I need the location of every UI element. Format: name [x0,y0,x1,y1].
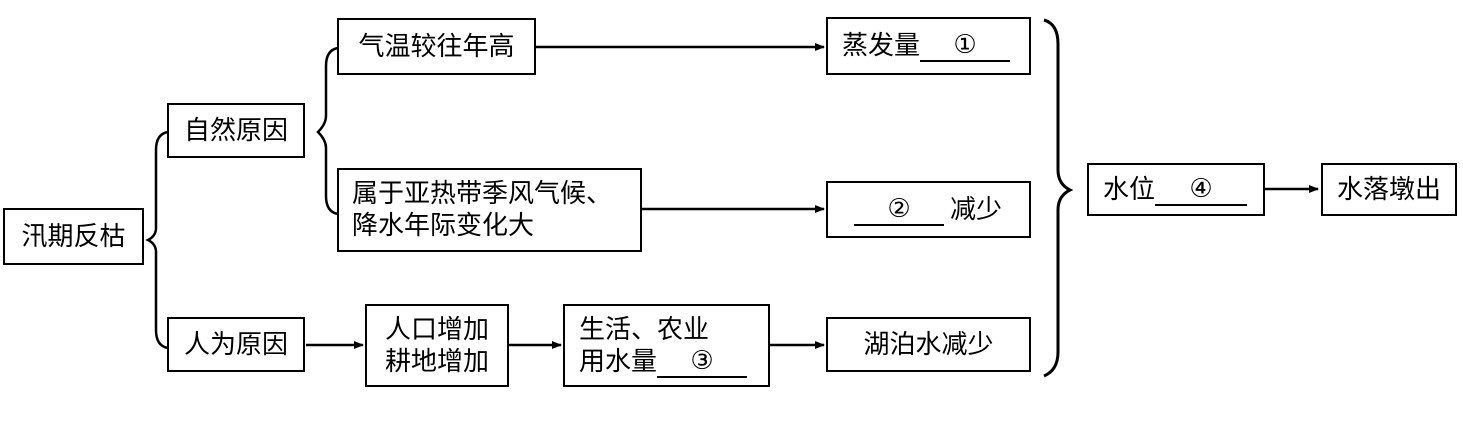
node-population: 人口增加 耕地增加 [365,304,509,387]
node-precipitation: ② 减少 [826,181,1031,238]
node-lake: 湖泊水减少 [826,317,1031,372]
node-climate: 属于亚热带季风气候、 降水年际变化大 [337,168,642,252]
climate-line2: 降水年际变化大 [352,211,535,241]
wateruse-line2-row: 用水量 ③ [579,346,768,378]
lake-label: 湖泊水减少 [863,329,994,360]
blank-4: ④ [1155,174,1248,206]
temp-label: 气温较往年高 [358,31,515,62]
brace-natural [316,46,339,216]
wateruse-line1: 生活、农业 [579,314,710,345]
node-temperature: 气温较往年高 [337,18,536,75]
natural-label: 自然原因 [183,115,288,146]
blank-3: ③ [657,346,748,378]
precip-label: 减少 [950,194,1003,225]
evap-label: 蒸发量 [842,31,921,61]
wateruse-line2: 用水量 [579,346,658,377]
node-water-level: 水位 ④ [1087,163,1265,216]
root-label: 汛期反枯 [21,221,126,252]
climate-line1: 属于亚热带季风气候、 [352,179,613,209]
node-root: 汛期反枯 [3,208,144,265]
human-label: 人为原因 [183,329,288,360]
blank-2: ② [854,194,944,226]
blank-1: ① [920,30,1011,62]
result-label: 水落墩出 [1336,174,1441,205]
pop-line2: 耕地增加 [384,346,489,377]
node-evaporation: 蒸发量 ① [826,17,1031,75]
brace-merge [1043,18,1074,378]
node-water-use: 生活、农业 用水量 ③ [563,304,770,387]
node-result: 水落墩出 [1321,163,1457,216]
brace-root [145,130,169,350]
pop-line1: 人口增加 [384,314,489,345]
node-natural-cause: 自然原因 [167,103,305,158]
node-human-cause: 人为原因 [167,317,305,372]
level-label: 水位 [1103,174,1156,205]
